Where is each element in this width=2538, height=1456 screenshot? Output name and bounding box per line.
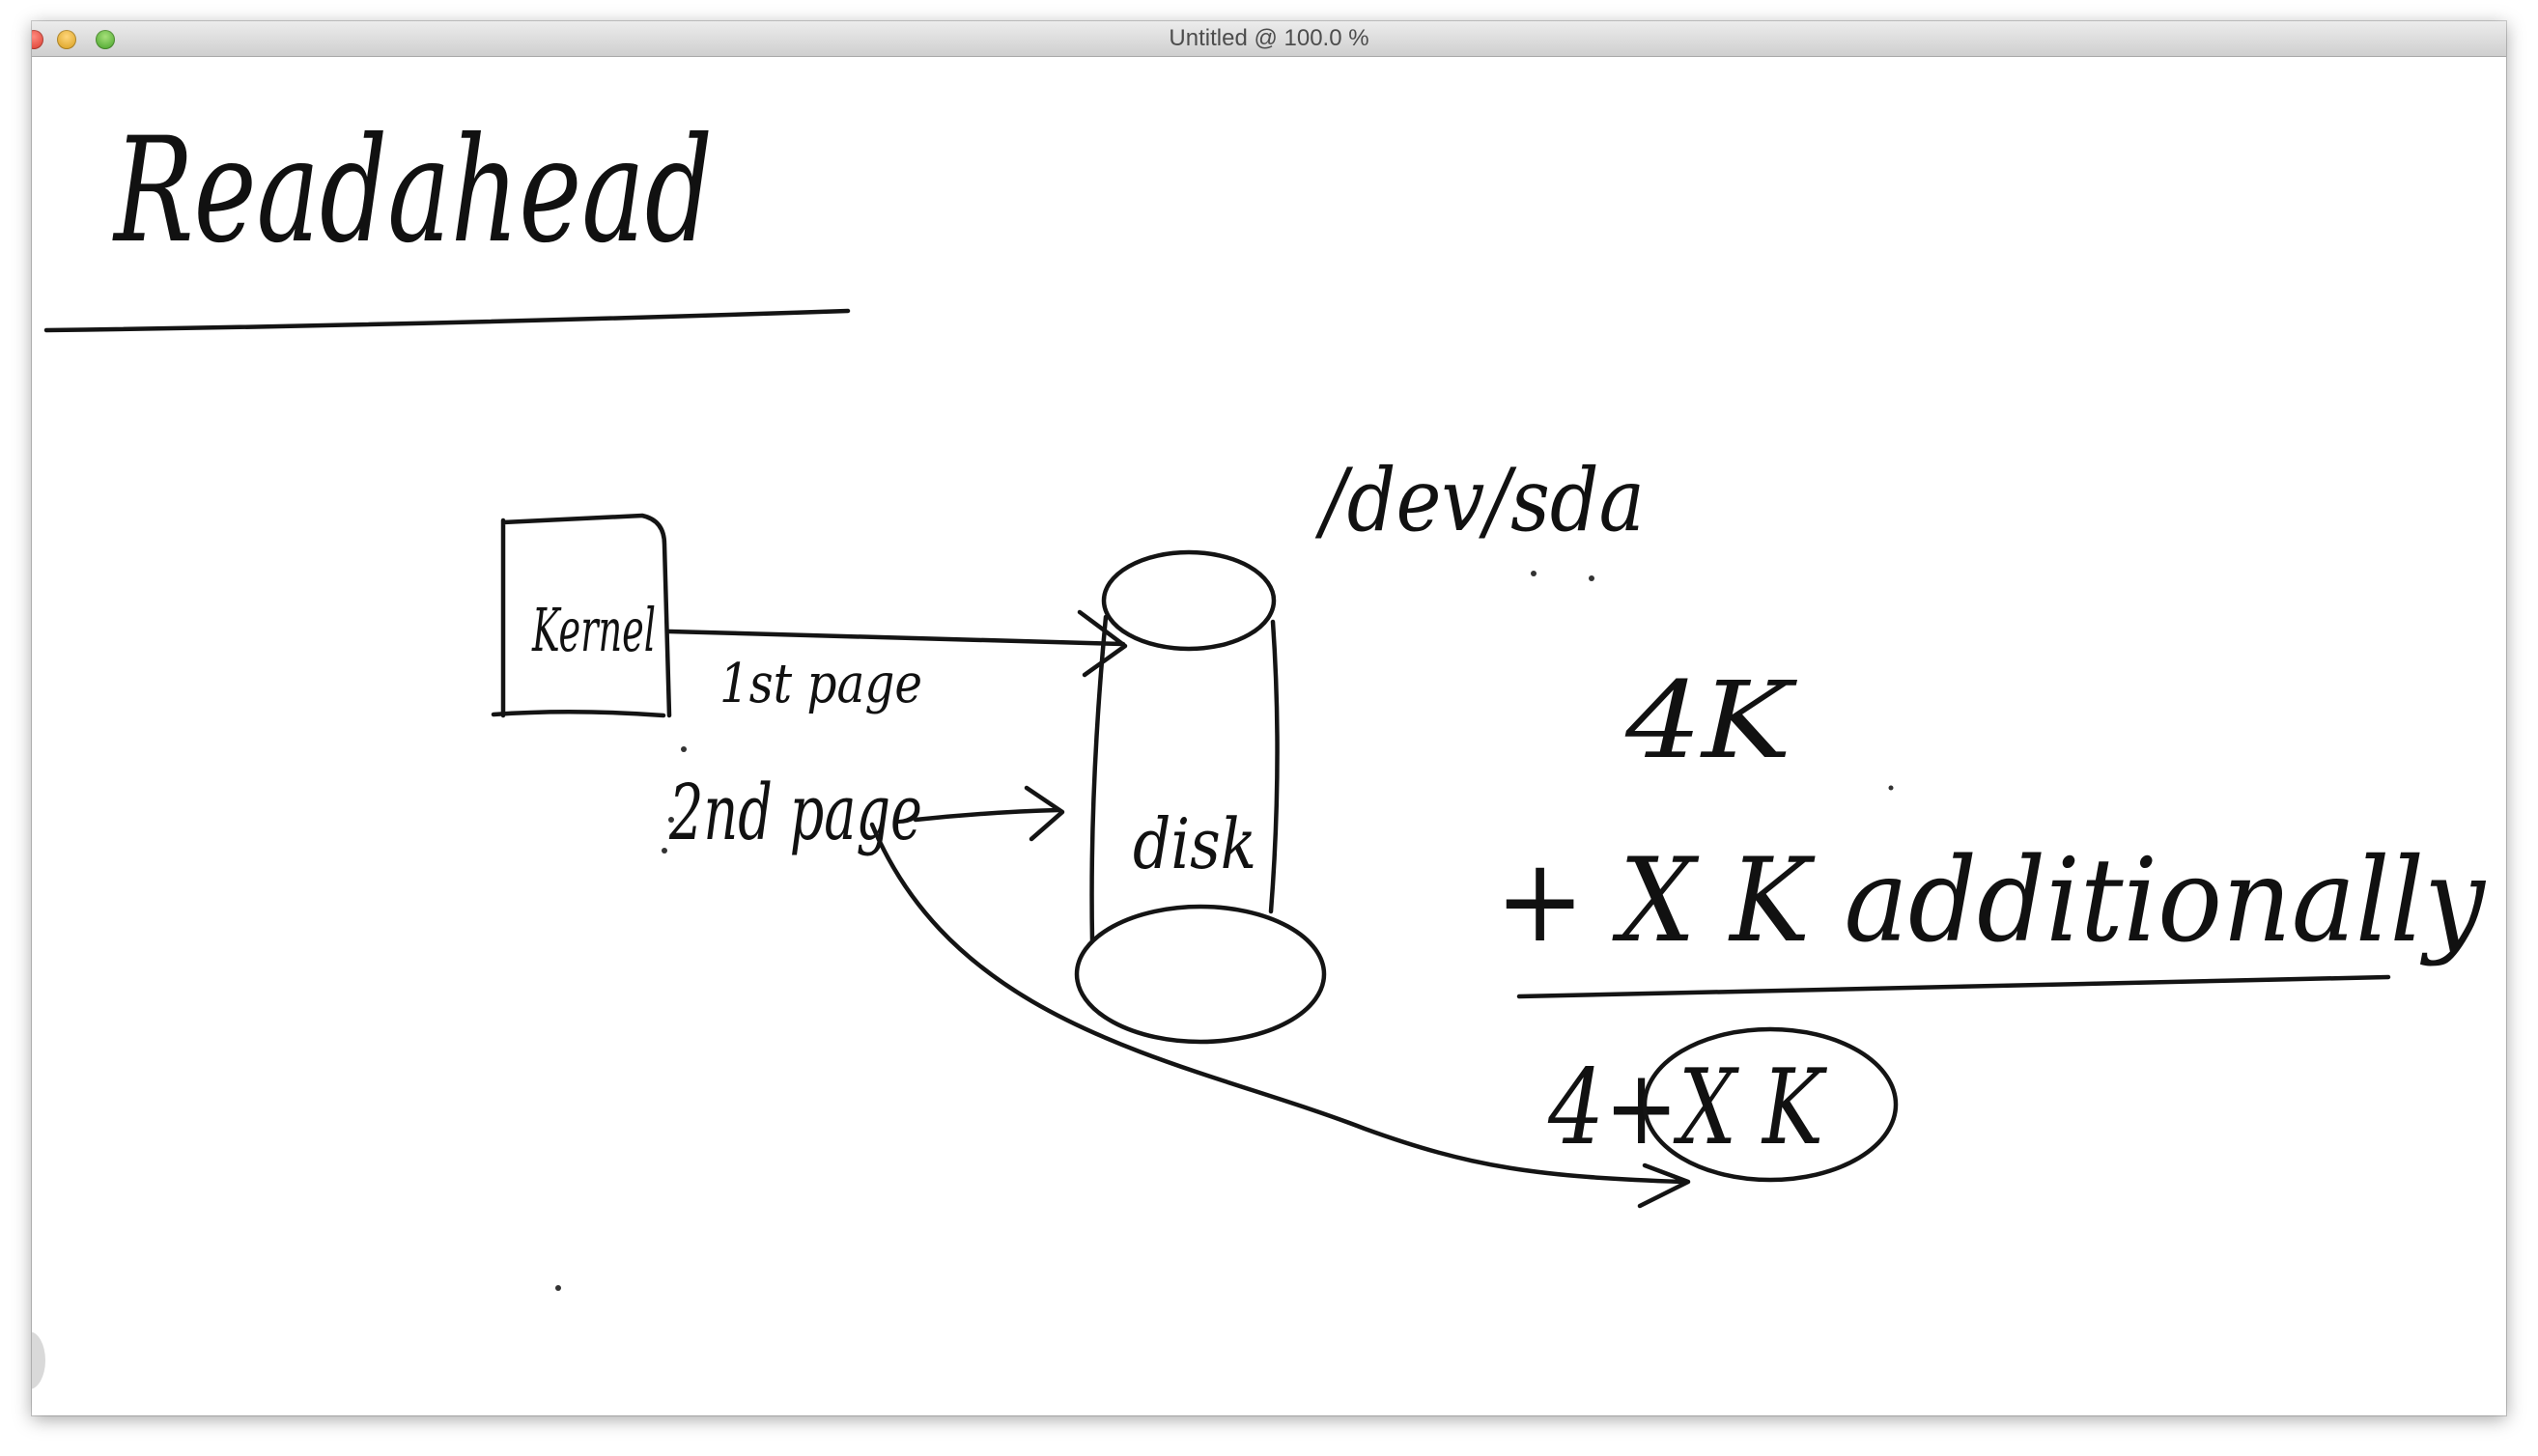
whiteboard-canvas[interactable]: Readahead Kernel 1st page 2nd page [32, 57, 2506, 1415]
minimize-button-icon[interactable] [57, 30, 76, 49]
first-page-label: 1st page [719, 653, 922, 715]
window-title: Untitled @ 100.0 % [1169, 25, 1369, 51]
zoom-button-icon[interactable] [96, 30, 115, 49]
first-page-arrow [666, 609, 1128, 678]
second-page-label: 2nd page [668, 768, 922, 857]
sum-underline [1516, 974, 2391, 999]
size-label: 4K [1624, 658, 1798, 782]
kernel-box [491, 513, 672, 718]
heading-underline [43, 308, 851, 333]
total-prefix: 4+ [1547, 1048, 1678, 1168]
disk-label: disk [1133, 803, 1256, 884]
whiteboard-drawing: Readahead Kernel 1st page 2nd page [43, 107, 2487, 1291]
total-circled-value: X K [1674, 1048, 1828, 1168]
title-bar[interactable]: Untitled @ 100.0 % [32, 21, 2506, 57]
stray-dot [681, 746, 687, 752]
second-page-arrow [913, 785, 1065, 842]
total-circle [1642, 1026, 1899, 1183]
stray-dot [662, 848, 667, 854]
additional-label: + X K additionally [1495, 834, 2487, 968]
stray-dot [668, 817, 674, 823]
stray-dot [1888, 785, 1894, 791]
stray-dot [555, 1285, 561, 1291]
heading-readahead: Readahead [112, 107, 713, 275]
device-label: /dev/sda [1314, 450, 1645, 551]
close-button-icon[interactable] [32, 30, 43, 49]
drawing-app-window: Untitled @ 100.0 % Readahead Kernel 1st … [32, 21, 2506, 1415]
resize-handle[interactable] [32, 1331, 45, 1389]
readahead-curve-arrow [869, 822, 1691, 1209]
disk-cylinder [1074, 549, 1327, 1045]
kernel-label: Kernel [531, 595, 656, 665]
